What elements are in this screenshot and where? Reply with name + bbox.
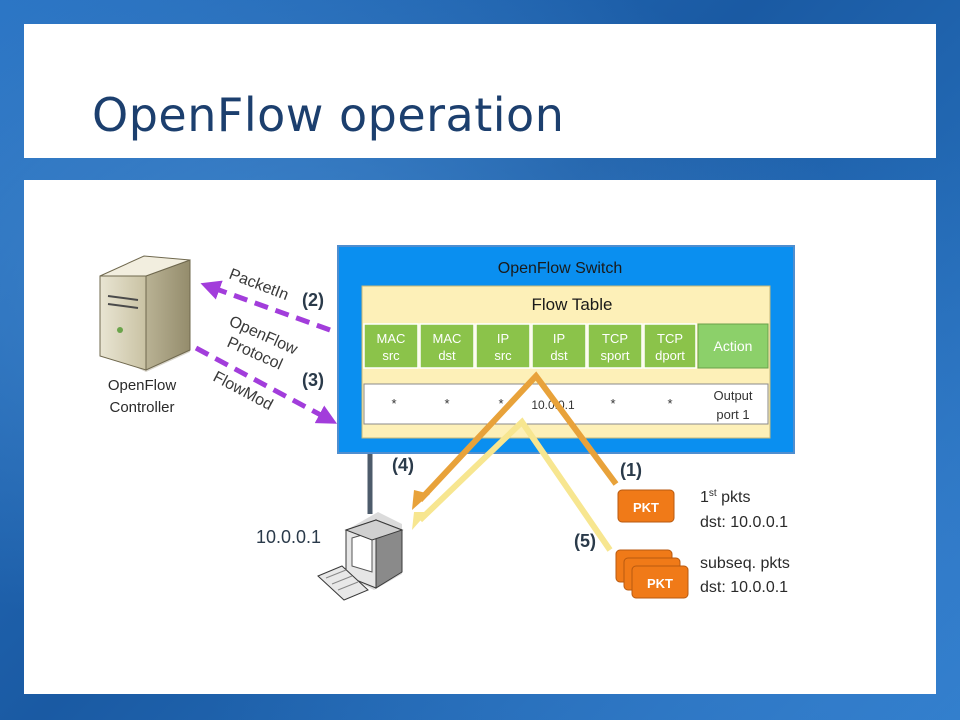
header-cell [419,323,475,369]
first-packet-arrowhead [412,490,430,510]
entry-ip-dst: 10.0.0.1 [531,398,575,412]
entry-tcp-sport: * [610,396,615,411]
step-1-label: (1) [620,460,642,480]
header-mac-src-line2: src [382,348,400,363]
switch-label: OpenFlow Switch [498,260,623,277]
header-cell [363,323,419,369]
step-4-label: (4) [392,455,414,475]
header-mac-dst-line2: dst [438,348,456,363]
first-packet-label: PKT [633,500,659,515]
first-packet-path [417,371,619,503]
header-mac-dst-line1: MAC [433,331,462,346]
header-ip-dst-line2: dst [550,348,568,363]
entry-mac-src: * [391,396,396,411]
header-tcp-sport-line2: sport [601,348,630,363]
controller-label-line2: Controller [109,399,174,416]
header-action: Action [714,338,753,354]
entry-tcp-dport: * [667,396,672,411]
step-labels: (2) (3) (4) (1) (5) [302,290,642,551]
controller-server-icon [99,255,191,372]
entry-action-line1: Output [713,388,752,403]
subsequent-packets-caption: subseq. pkts [700,555,790,572]
first-packet-box [617,489,675,523]
header-mac-src-line1: MAC [377,331,406,346]
first-packets-caption: 1st pkts [700,488,750,506]
flow-table-label: Flow Table [532,295,613,314]
header-ip-src-line1: IP [497,331,509,346]
packet-flow-arrows [412,371,619,552]
header-tcp-dport-line1: TCP [657,331,683,346]
subsequent-packets-dst: dst: 10.0.0.1 [700,579,788,596]
flow-mod-arrow [194,345,338,424]
title-panel [24,24,936,158]
header-cell [475,323,531,369]
header-cell [531,323,587,369]
controller-label-line1: OpenFlow [108,377,177,394]
first-packets-dst: dst: 10.0.0.1 [700,514,788,531]
step-2-label: (2) [302,290,324,310]
subsequent-packets-arrowhead [412,512,428,530]
subsequent-packets-path [417,417,613,552]
entry-ip-src: * [498,396,503,411]
header-cell [643,323,697,369]
subsequent-packet-label: PKT [647,576,673,591]
packet-stack-front [631,565,689,599]
first-packet: PKT [617,489,675,523]
action-header-cell [697,323,769,369]
header-tcp-sport-line1: TCP [602,331,628,346]
host-computer-icon [317,512,404,601]
header-tcp-dport-line2: dport [655,348,685,363]
subsequent-packets: PKT [615,549,689,599]
openflow-switch: OpenFlow Switch Flow Table MAC src MAC d… [337,245,795,454]
flow-table-header: MAC src MAC dst IP src IP dst TCP sport … [363,323,769,369]
entry-action-line2: port 1 [716,407,749,422]
controller-switch-messages: PacketIn OpenFlow Protocol FlowMod [194,266,338,424]
host-ip-label: 10.0.0.1 [256,527,321,547]
entry-mac-dst: * [444,396,449,411]
step-5-label: (5) [574,531,596,551]
header-ip-src-line2: src [494,348,512,363]
header-ip-dst-line1: IP [553,331,565,346]
step-3-label: (3) [302,370,324,390]
slide-title: OpenFlow operation [92,88,565,142]
header-cell [587,323,643,369]
